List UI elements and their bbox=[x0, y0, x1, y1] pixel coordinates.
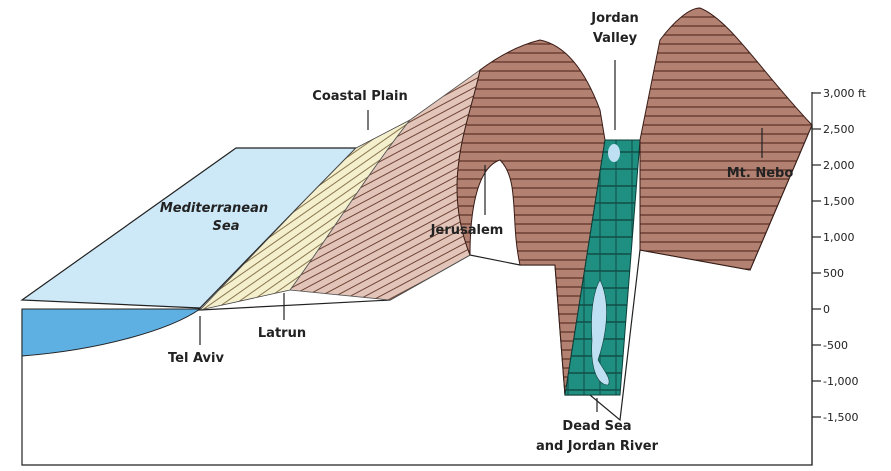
jerusalem-label: Jerusalem bbox=[430, 223, 504, 238]
jordan-valley-label-1: Jordan bbox=[590, 11, 639, 26]
elevation-tick-label: 0 bbox=[823, 303, 830, 316]
elevation-tick-label: 500 bbox=[823, 267, 844, 280]
elevation-tick-label: -1,500 bbox=[823, 411, 858, 424]
elevation-tick-label: 2,000 bbox=[823, 159, 855, 172]
elevation-tick-label: 2,500 bbox=[823, 123, 855, 136]
latrun-label: Latrun bbox=[258, 326, 306, 341]
mediterranean-label-2: Sea bbox=[213, 219, 240, 234]
elevation-tick-label: -500 bbox=[823, 339, 848, 352]
jordan-valley-label-2: Valley bbox=[593, 31, 638, 46]
dead-sea-label-1: Dead Sea bbox=[562, 419, 631, 434]
mediterranean-label-1: Mediterranean bbox=[160, 201, 268, 216]
dead-sea-label-2: and Jordan River bbox=[536, 439, 659, 454]
mt-nebo-label: Mt. Nebo bbox=[727, 166, 794, 181]
elevation-tick-label: 3,000 ft bbox=[823, 87, 867, 100]
elevation-axis: 3,000 ft 2,500 2,000 1,500 1,000 500 0 -500 -1,0… bbox=[812, 87, 867, 424]
coastal-plain-label: Coastal Plain bbox=[312, 89, 407, 104]
elevation-tick-label: 1,000 bbox=[823, 231, 855, 244]
elevation-tick-label: -1,000 bbox=[823, 375, 858, 388]
jordan-valley-lake bbox=[608, 144, 620, 162]
elevation-tick-label: 1,500 bbox=[823, 195, 855, 208]
tel-aviv-label: Tel Aviv bbox=[168, 351, 224, 366]
